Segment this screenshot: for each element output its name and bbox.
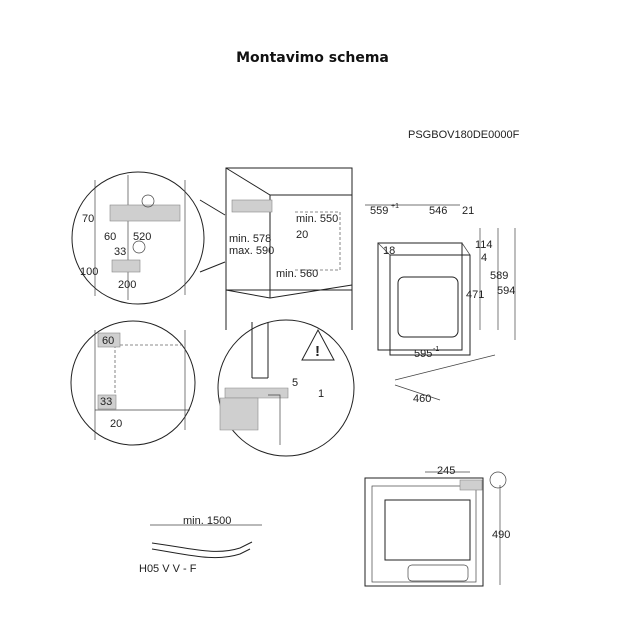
dim-20-bl: 20 — [110, 418, 122, 430]
cabinet-drawing: min. 550 20 min. 578 max. 590 min. 560 — [225, 167, 353, 330]
cable-length-label: min. 1500 — [183, 515, 231, 527]
dim-595-tol: -1 — [433, 346, 439, 353]
dim-18: 18 — [383, 245, 395, 257]
detail-circle-top-left: 70 60 520 33 100 200 — [71, 171, 226, 305]
dim-5: 5 — [292, 377, 298, 389]
dim-4: 4 — [481, 252, 487, 264]
dim-max-590: max. 590 — [229, 245, 274, 257]
dim-min-550: min. 550 — [296, 213, 338, 225]
dim-1: 1 — [318, 388, 324, 400]
dim-21: 21 — [462, 205, 474, 217]
cable-type-label: H05 V V - F — [139, 563, 197, 575]
model-code: PSGBOV180DE0000F — [408, 129, 520, 141]
dim-490: 490 — [492, 529, 510, 541]
dim-60: 60 — [104, 231, 116, 243]
front-view-drawing: 245 490 — [364, 465, 510, 587]
dim-594: 594 — [497, 285, 515, 297]
dim-33: 33 — [114, 246, 126, 258]
dim-20: 20 — [296, 229, 308, 241]
dim-589: 589 — [490, 270, 508, 282]
detail-circle-bottom-mid: ! 5 1 — [217, 319, 355, 457]
dim-520: 520 — [133, 231, 151, 243]
cable-drawing: min. 1500 H05 V V - F — [139, 515, 262, 575]
dim-595: 595 — [414, 348, 432, 360]
dim-114: 114 — [475, 239, 493, 251]
oven-drawing: 559 +1 546 21 18 114 4 589 594 471 595 -… — [365, 203, 515, 405]
detail-circle-bottom-left: 60 33 20 — [70, 320, 196, 446]
dim-471: 471 — [466, 289, 484, 301]
dim-33-bl: 33 — [100, 396, 112, 408]
dim-460: 460 — [413, 393, 431, 405]
dim-200: 200 — [118, 279, 136, 291]
dim-min-560: min. 560 — [276, 268, 318, 280]
dim-70: 70 — [82, 213, 94, 225]
dim-60-bl: 60 — [102, 335, 114, 347]
dim-100: 100 — [80, 266, 98, 278]
warning-icon: ! — [315, 343, 320, 360]
dim-245: 245 — [437, 465, 455, 477]
page-title: Montavimo schema — [236, 50, 389, 66]
dim-546: 546 — [429, 205, 447, 217]
dim-559-tol: +1 — [391, 203, 399, 210]
dim-min-578: min. 578 — [229, 233, 271, 245]
dim-559: 559 — [370, 205, 388, 217]
